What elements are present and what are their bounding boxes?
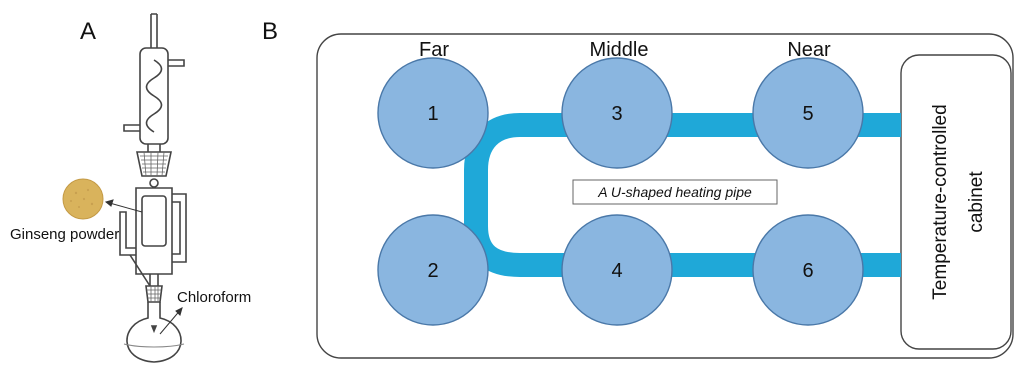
condenser-jacket: [139, 47, 169, 145]
flask-neck-mesh: [147, 286, 161, 302]
panel-b: B A U-shaped heating pipe Far Middle Nea…: [262, 18, 1014, 359]
chamber-frame: [316, 33, 1014, 359]
powder-arrow: [104, 199, 143, 213]
position-2: 2: [377, 214, 489, 326]
position-circle: [377, 214, 489, 326]
position-6: 6: [752, 214, 864, 326]
position-number: 3: [611, 103, 622, 125]
position-number: 2: [427, 260, 438, 282]
panel-b-label: B: [262, 18, 278, 45]
flask-stem: [129, 254, 159, 287]
solvent-arrow: [159, 307, 183, 335]
position-5: 5: [752, 57, 864, 169]
condenser-neck: [147, 144, 161, 152]
cabinet-label: Temperature-controlled cabinet: [930, 104, 987, 299]
cabinet-label-line-2: cabinet: [966, 171, 987, 233]
condenser-top-tube: [150, 13, 158, 48]
position-1: 1: [377, 57, 489, 169]
position-4: 4: [561, 214, 673, 326]
u-shaped-pipe: [464, 113, 901, 277]
position-circle: [752, 57, 864, 169]
siphon-tube: [119, 211, 136, 256]
position-3: 3: [561, 57, 673, 169]
thimble: [141, 195, 167, 247]
pipe-label: A U-shaped heating pipe: [597, 184, 752, 200]
round-bottom-flask: [126, 302, 182, 363]
position-circle: [377, 57, 489, 169]
panel-a: A: [10, 13, 251, 363]
chloroform-label: Chloroform: [177, 289, 251, 306]
flask-liquid-line: [123, 343, 185, 348]
position-number: 5: [802, 103, 813, 125]
boiling-chip: [150, 325, 158, 334]
condenser-side-arms: [123, 59, 185, 132]
column-label-middle: Middle: [590, 39, 649, 61]
panel-a-label: A: [80, 18, 96, 45]
position-number: 1: [427, 103, 438, 125]
powder-speckles: [70, 188, 94, 208]
position-circle: [561, 57, 673, 169]
position-number: 6: [802, 260, 813, 282]
ground-joint: [136, 151, 172, 177]
vapor-side-tube: [172, 193, 187, 263]
cabinet-label-line-1: Temperature-controlled: [930, 104, 951, 299]
column-label-near: Near: [787, 39, 831, 61]
soxhlet-apparatus: [119, 13, 187, 363]
pipe-label-box: [572, 179, 778, 205]
ginseng-powder-label: Ginseng powder: [10, 226, 119, 243]
cabinet-box: [900, 54, 1012, 350]
extractor-body: [135, 187, 173, 275]
condenser-coil: [145, 59, 163, 133]
position-circle: [752, 214, 864, 326]
joint-mesh: [140, 151, 168, 177]
column-label-far: Far: [419, 39, 449, 61]
stopper-ring: [149, 178, 159, 188]
position-circle: [561, 214, 673, 326]
position-number: 4: [611, 260, 622, 282]
